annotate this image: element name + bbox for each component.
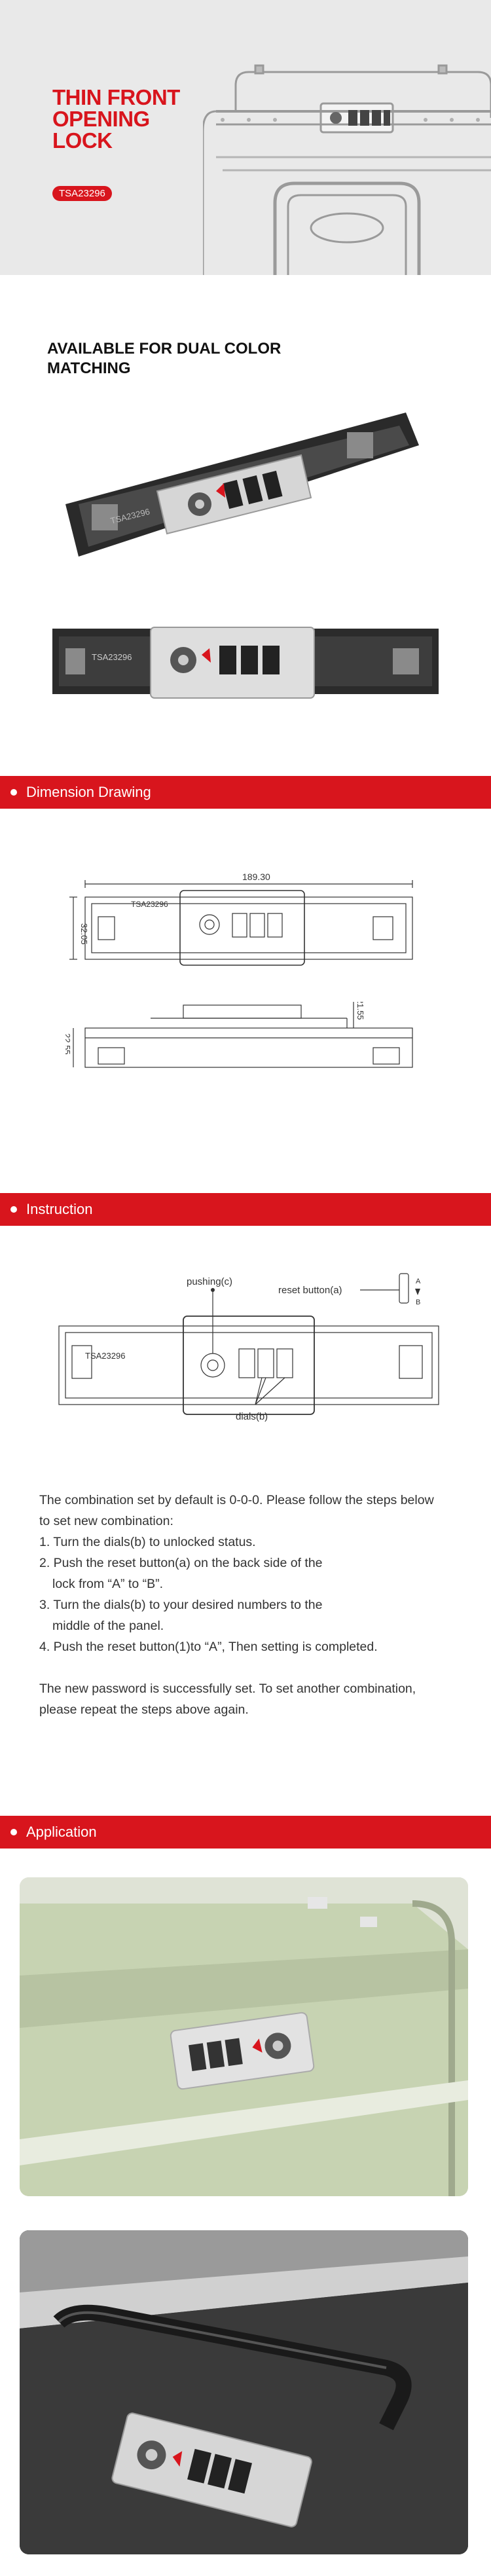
section-title-application: Application [26,1824,97,1840]
dimension-drawing-front: 189.30 32.05 TSA23296 [69,872,413,966]
application-photo-black [20,2230,468,2554]
section-bar-instruction: Instruction [0,1193,491,1226]
dual-color-title: AVAILABLE FOR DUAL COLOR MATCHING [47,339,281,378]
reset-label: reset button(a) [278,1285,342,1296]
black-lock-front-image: TSA23296 [52,627,439,699]
hero-title-line-2: OPENING [52,107,150,131]
hero-title: THIN FRONT OPENING LOCK [52,86,180,151]
instruction-text-block: The combination set by default is 0-0-0.… [39,1490,465,1720]
instruction-step-4: 4. Push the reset button(1)to “A”, Then … [39,1640,378,1654]
black-lock-angled-image: TSA23296 [65,413,419,557]
section-bar-application: Application [0,1816,491,1849]
pushing-label: pushing(c) [187,1276,232,1287]
section-bar-dimension: Dimension Drawing [0,776,491,809]
dim-width-label: 189.30 [242,872,270,882]
instruction-step-2a: 2. Push the reset button(a) on the back … [39,1556,323,1570]
instruction-model-label: TSA23296 [85,1351,125,1361]
instruction-step-3a: 3. Turn the dials(b) to your desired num… [39,1598,323,1612]
dim-side-label: 22.55 [65,1033,72,1055]
instruction-diagram: pushing(c) reset button(a) dials(b) A B … [58,1273,439,1422]
suitcase-line-illustration [203,64,491,275]
black-case-illustration [20,2230,468,2554]
dials-label: dials(b) [236,1411,268,1422]
bar-bullet-icon [10,1206,17,1213]
hero-title-line-3: LOCK [52,128,113,153]
instruction-gap [39,1657,465,1678]
front-model-label: TSA23296 [92,652,132,662]
hero-banner: THIN FRONT OPENING LOCK TSA23296 [0,0,491,275]
dual-color-title-line-2: MATCHING [47,359,131,377]
dim-depth-label: 21.55 [355,1002,365,1020]
instruction-step-1: 1. Turn the dials(b) to unlocked status. [39,1535,256,1549]
bar-bullet-icon [10,1829,17,1835]
dual-color-title-line-1: AVAILABLE FOR DUAL COLOR [47,340,282,358]
instruction-intro-1: The combination set by default is 0-0-0.… [39,1493,434,1507]
instruction-outro-1: The new password is successfully set. To… [39,1682,416,1696]
application-photo-green [20,1877,468,2196]
green-case-illustration [20,1877,468,2196]
position-a-label: A [416,1278,421,1285]
position-b-label: B [416,1298,420,1306]
dimension-drawing-bottom: 21.55 22.55 [65,1002,413,1068]
section-title-dimension: Dimension Drawing [26,784,151,800]
model-badge: TSA23296 [52,186,112,201]
section-title-instruction: Instruction [26,1201,93,1217]
bar-bullet-icon [10,789,17,796]
instruction-intro-2: to set new combination: [39,1514,173,1528]
hero-title-line-1: THIN FRONT [52,85,180,109]
instruction-step-2b: lock from “A” to “B”. [52,1577,164,1591]
dim-height-label: 32.05 [79,923,89,945]
dim-model-label: TSA23296 [131,900,168,909]
instruction-outro-2: please repeat the steps above again. [39,1702,249,1717]
instruction-step-3b: middle of the panel. [52,1619,164,1633]
